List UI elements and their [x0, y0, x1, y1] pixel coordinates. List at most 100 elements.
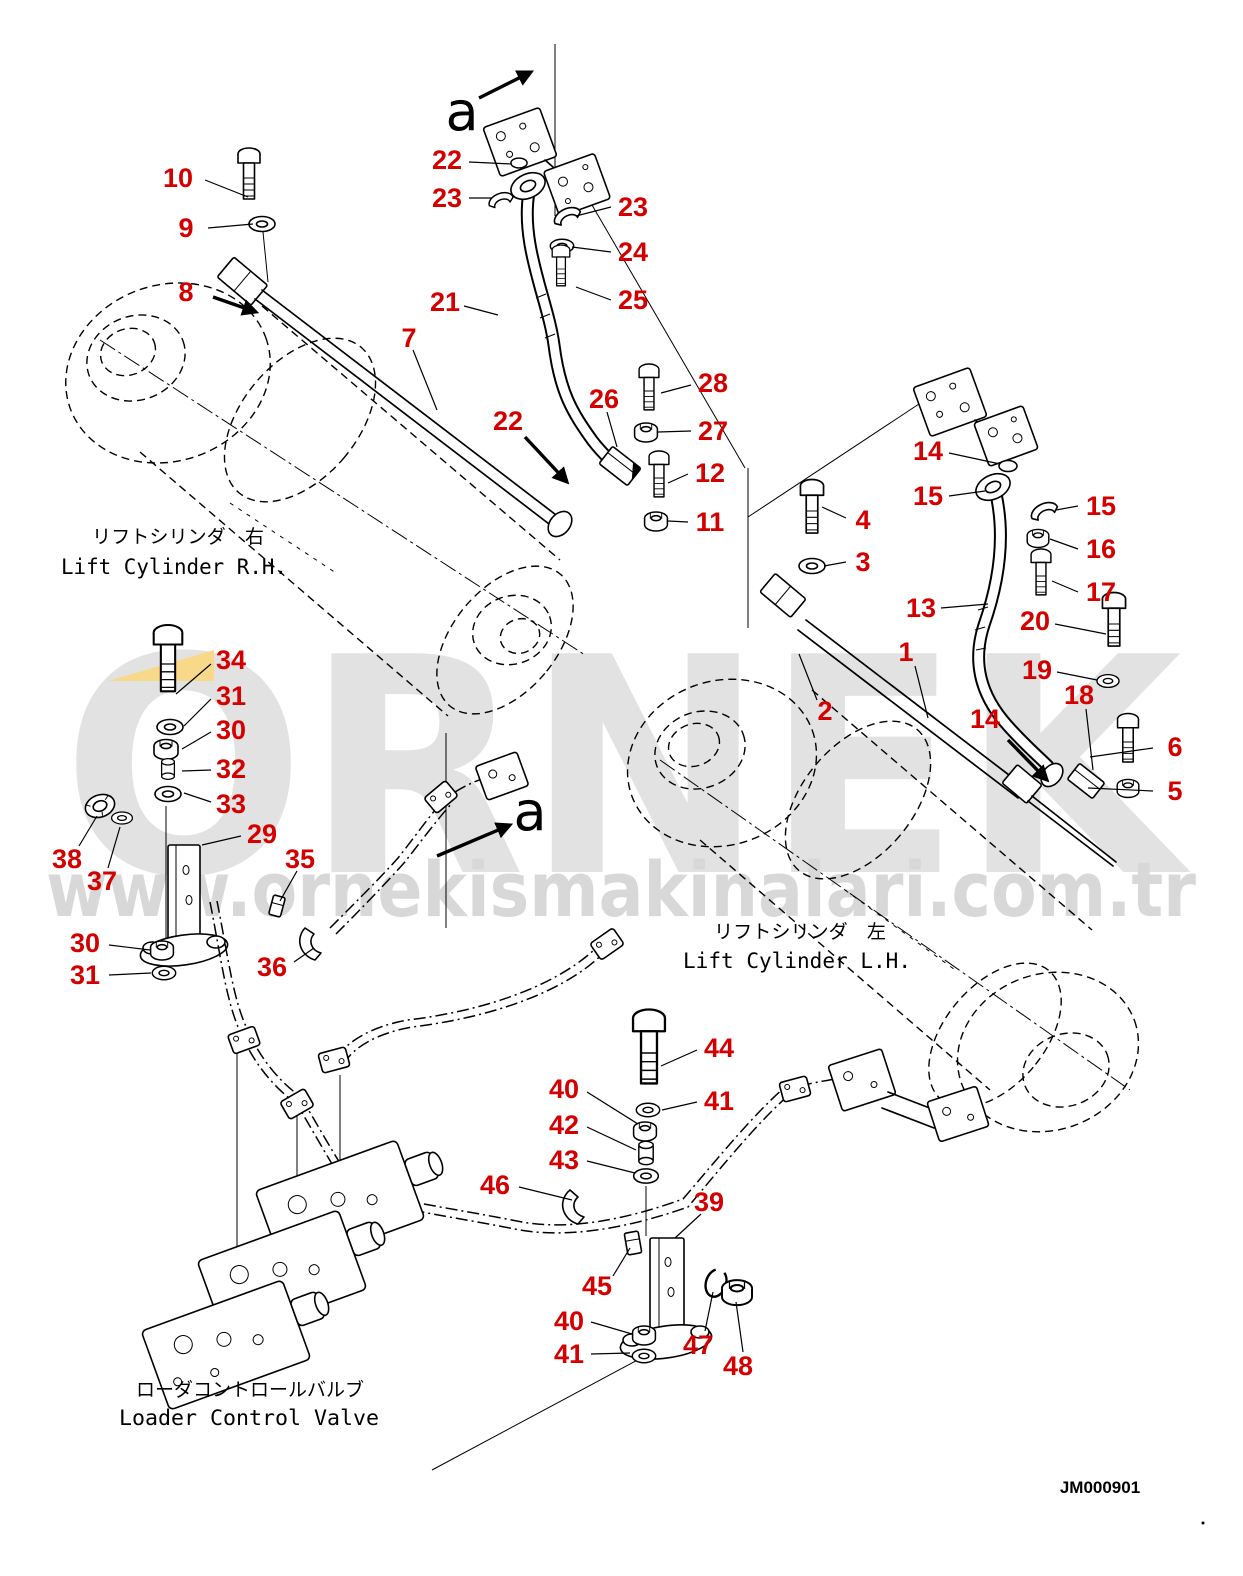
callout-22: 22	[432, 145, 462, 175]
leader-line-35	[279, 870, 298, 902]
callout-7: 7	[401, 323, 416, 353]
leader-line-39	[674, 1213, 702, 1239]
callout-32: 32	[216, 754, 246, 784]
leader-line-18	[1085, 708, 1094, 771]
stray-dot	[1201, 1521, 1205, 1525]
callout-31: 31	[216, 681, 246, 711]
leader-line-2	[798, 653, 818, 701]
callout-10: 10	[163, 163, 193, 193]
leader-line-16	[1049, 538, 1079, 550]
leader-line-37	[107, 826, 121, 869]
leader-line-9	[207, 223, 254, 229]
callout-33: 33	[216, 789, 246, 819]
leader-line-36	[293, 947, 315, 963]
leader-line-43	[586, 1160, 636, 1174]
callout-38: 38	[52, 844, 82, 874]
callout-23: 23	[432, 183, 462, 213]
leader-line-29	[201, 835, 242, 846]
callout-37: 37	[87, 866, 117, 896]
callout-44: 44	[704, 1033, 734, 1063]
leader-line-42	[586, 1126, 637, 1151]
leader-line-44	[660, 1049, 698, 1067]
leader-line-30	[181, 731, 212, 750]
pointer-arrow-8	[212, 295, 260, 316]
leader-line-31	[108, 972, 152, 976]
callout-19: 19	[1022, 655, 1052, 685]
callout-4: 4	[855, 505, 870, 535]
callout-41: 41	[704, 1086, 734, 1116]
leader-line-20	[1054, 623, 1107, 635]
callout-28: 28	[698, 368, 728, 398]
rh-port-block-cluster	[482, 107, 611, 217]
leader-line-40	[590, 1321, 633, 1335]
view-a-arrow-top	[478, 70, 535, 100]
drawing-code: JM000901	[1060, 1478, 1140, 1497]
label-lift-cylinder-lh-jp: リフトシリンダ 左	[714, 921, 886, 943]
label-loader-control-valve-en: Loader Control Valve	[119, 1406, 379, 1430]
leader-line-28	[660, 384, 692, 394]
hose-guard-46	[561, 1189, 585, 1225]
lh-port-block-cluster	[912, 367, 1039, 467]
bottom-right-assembly	[827, 1048, 990, 1143]
leader-line-23	[575, 206, 612, 217]
leader-line-48	[735, 1301, 744, 1353]
callout-14: 14	[970, 704, 1000, 734]
clip-35	[268, 894, 286, 918]
callout-40: 40	[549, 1074, 579, 1104]
callout-39: 39	[694, 1187, 724, 1217]
leader-line-14	[948, 452, 1001, 465]
callout-27: 27	[698, 416, 728, 446]
leader-line-32	[181, 769, 212, 772]
callout-20: 20	[1020, 606, 1050, 636]
callout-22: 22	[493, 406, 523, 436]
bottom-bracket-stack	[561, 1008, 753, 1364]
leader-line-31	[183, 698, 212, 727]
callout-29: 29	[247, 819, 277, 849]
callout-15: 15	[1086, 491, 1116, 521]
view-markers: a a	[436, 70, 547, 858]
callout-2: 2	[817, 696, 832, 726]
callout-30: 30	[216, 715, 246, 745]
leader-line-47	[704, 1291, 714, 1332]
callout-34: 34	[216, 645, 246, 675]
leader-line-25	[575, 286, 612, 301]
view-a-label-top: a	[445, 80, 478, 143]
leader-line-34	[175, 663, 212, 695]
label-lift-cylinder-lh-en: Lift Cylinder L.H.	[683, 949, 911, 973]
leader-line-19	[1056, 671, 1098, 681]
callout-17: 17	[1086, 577, 1116, 607]
lift-cylinder-lh-drawing	[626, 678, 1140, 1133]
callout-1: 1	[898, 637, 913, 667]
pointer-arrow-14	[1006, 738, 1050, 783]
callout-41: 41	[554, 1339, 584, 1369]
watermark-url: www.ornekismakinalari.com.tr	[46, 845, 1196, 934]
callout-12: 12	[695, 458, 725, 488]
callout-13: 13	[906, 593, 936, 623]
leader-line-41	[661, 1101, 698, 1111]
leader-line-24	[571, 246, 612, 253]
lock-washer-38	[84, 793, 116, 819]
mid-valve-block	[475, 751, 529, 801]
callout-14: 14	[913, 436, 943, 466]
leader-line-3	[823, 561, 847, 567]
callout-31: 31	[70, 960, 100, 990]
leader-line-15	[948, 490, 986, 497]
callout-16: 16	[1086, 534, 1116, 564]
lift-cylinder-rh-drawing	[65, 282, 586, 717]
reference-lines	[165, 44, 959, 1471]
leader-line-5	[1087, 787, 1154, 792]
leader-line-40	[586, 1091, 639, 1125]
rh-piping	[217, 171, 641, 538]
callout-9: 9	[178, 213, 193, 243]
leader-line-7	[412, 349, 438, 411]
pointer-arrow-22	[523, 435, 570, 485]
callout-26: 26	[589, 384, 619, 414]
callout-6: 6	[1167, 732, 1182, 762]
callout-46: 46	[480, 1170, 510, 1200]
label-lift-cylinder-rh-jp: リフトシリンダ 右	[92, 526, 264, 548]
callout-5: 5	[1167, 776, 1182, 806]
leader-line-11	[667, 520, 689, 523]
leader-line-13	[940, 603, 989, 609]
